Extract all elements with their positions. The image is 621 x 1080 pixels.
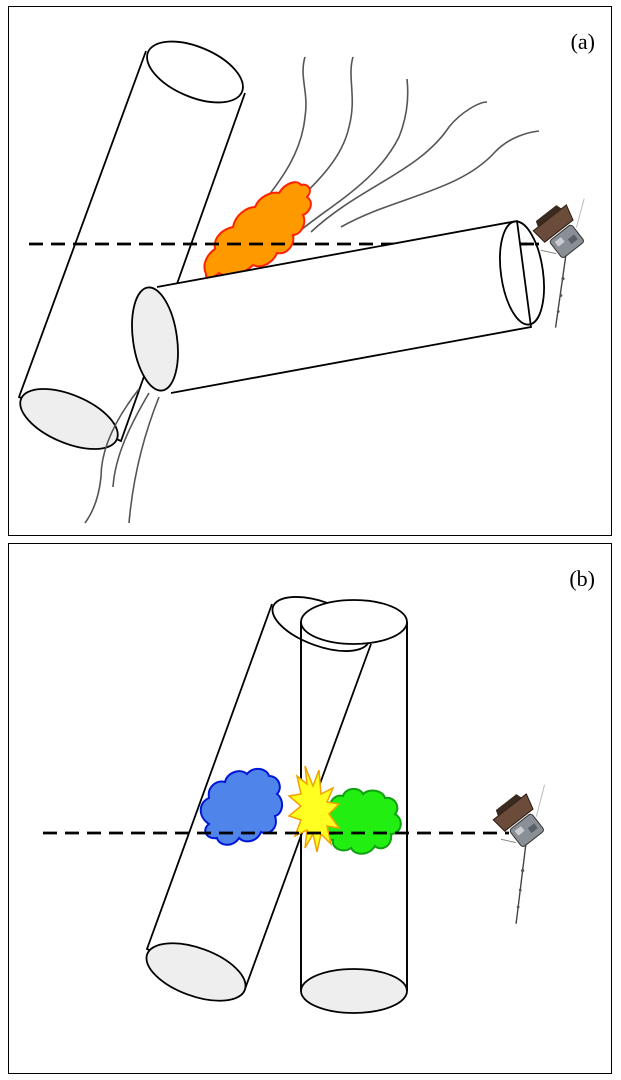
panel-a-diagram bbox=[17, 40, 585, 524]
plasma-blob-blue bbox=[199, 768, 283, 846]
spacecraft-icon bbox=[492, 784, 546, 924]
flux-tube-horizontal bbox=[131, 219, 545, 394]
panel-label-b: (b) bbox=[569, 566, 595, 591]
reconnection-flash-icon bbox=[287, 765, 341, 853]
flux-tube-vertical bbox=[17, 40, 246, 450]
flux-tube-left-cap bbox=[131, 286, 179, 392]
panel-a: (a) bbox=[8, 6, 612, 536]
spacecraft-icon bbox=[532, 198, 585, 328]
flux-tube-top-cap bbox=[146, 40, 244, 104]
flux-tube-bottom-cap bbox=[19, 388, 119, 450]
panel-b-diagram bbox=[43, 596, 546, 1014]
panel-label-a: (a) bbox=[570, 29, 595, 54]
field-lines-bottom bbox=[84, 388, 160, 524]
flux-tube-tilted-bottom-cap bbox=[145, 942, 247, 1002]
plasma-blob-green bbox=[323, 788, 402, 855]
flux-tube-upright-top-cap bbox=[300, 599, 408, 645]
plasma-blob-orange bbox=[203, 181, 312, 279]
flux-tube-upright-bottom-cap bbox=[300, 968, 408, 1014]
panel-b: (b) bbox=[8, 543, 612, 1074]
flux-tube-upright bbox=[300, 599, 408, 1014]
flux-tube-right-cap bbox=[499, 220, 545, 326]
